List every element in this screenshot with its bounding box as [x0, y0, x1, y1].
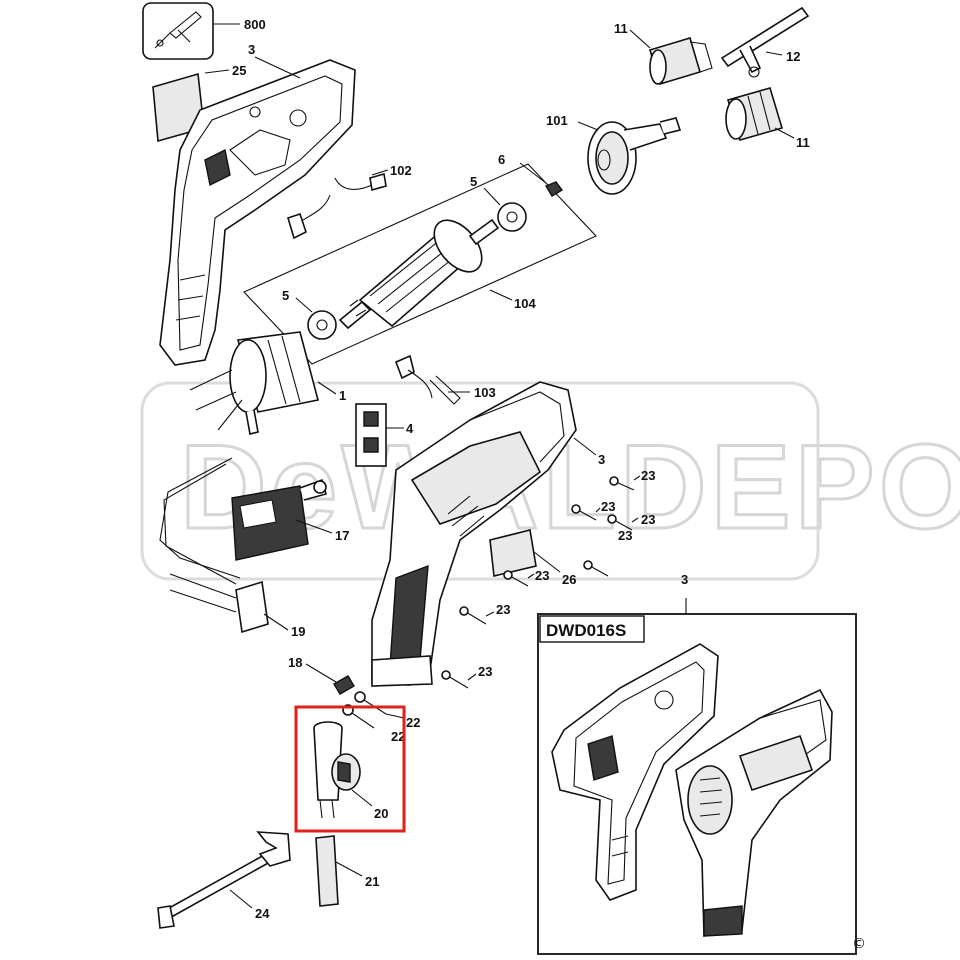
label-101: 101 [546, 113, 568, 128]
label-23-g: 23 [478, 664, 492, 679]
label-3-inset: 3 [681, 572, 688, 587]
inset-dwd016s: DWD016S [537, 613, 857, 955]
label-6: 6 [498, 152, 505, 167]
part-104-armature-group[interactable] [243, 163, 597, 365]
part-22-screws[interactable] [342, 691, 387, 729]
label-20: 20 [374, 806, 388, 821]
copyright-symbol: © [852, 936, 866, 952]
label-11-top: 11 [614, 21, 628, 36]
screw-23-e[interactable] [503, 570, 529, 587]
label-21: 21 [365, 874, 379, 889]
label-3-mid: 3 [598, 452, 605, 467]
part-20-cord-guard[interactable] [313, 721, 361, 819]
label-12: 12 [786, 49, 800, 64]
inset-housing-half[interactable] [551, 643, 719, 901]
label-800: 800 [244, 17, 266, 32]
part-24-wrench[interactable] [157, 831, 291, 929]
part-6-nut[interactable] [544, 181, 564, 197]
label-5-bottom: 5 [282, 288, 289, 303]
label-19: 19 [291, 624, 305, 639]
screw-23-g[interactable] [441, 670, 469, 689]
part-5-bearing-bottom[interactable] [307, 310, 337, 340]
part-4-brushes[interactable] [355, 403, 387, 467]
label-24: 24 [255, 906, 270, 921]
screw-23-c[interactable] [607, 514, 633, 531]
label-26: 26 [562, 572, 576, 587]
label-23-c: 23 [641, 512, 655, 527]
part-3-housing-half[interactable] [159, 59, 356, 366]
part-800-icon[interactable] [142, 2, 214, 60]
label-23-d: 23 [618, 528, 632, 543]
highlight-box [294, 705, 406, 833]
inset-model-label: DWD016S [546, 621, 626, 640]
part-26-label[interactable] [489, 529, 537, 577]
label-22-b: 22 [391, 729, 405, 744]
label-11-bottom: 11 [796, 135, 810, 150]
part-11-chuck-keyless[interactable] [725, 87, 783, 141]
label-102: 102 [390, 163, 412, 178]
part-5-bearing-top[interactable] [497, 202, 527, 232]
part-18-clip[interactable] [333, 675, 355, 695]
inset-housing-assembled[interactable] [675, 688, 833, 937]
label-22-a: 22 [406, 715, 420, 730]
label-1: 1 [339, 388, 346, 403]
part-11-chuck-keyed[interactable] [649, 37, 713, 85]
label-5-top: 5 [470, 174, 477, 189]
label-25: 25 [232, 63, 246, 78]
part-103-cable[interactable] [394, 354, 461, 405]
part-101-gear-spindle[interactable] [587, 117, 682, 195]
part-12-chuck-key[interactable] [720, 6, 810, 78]
label-17: 17 [335, 528, 349, 543]
part-21-power-cord[interactable] [315, 835, 339, 907]
label-3-top: 3 [248, 42, 255, 57]
part-19-cord-block[interactable] [169, 573, 269, 634]
screw-23-a[interactable] [609, 476, 635, 491]
label-23-e: 23 [535, 568, 549, 583]
screw-23-d[interactable] [583, 560, 609, 577]
label-4: 4 [406, 421, 414, 436]
part-1-field-stator[interactable] [189, 331, 319, 435]
label-103: 103 [474, 385, 496, 400]
label-23-a: 23 [641, 468, 655, 483]
part-23-screws[interactable] [441, 476, 635, 689]
part-3-housing-assembled[interactable] [371, 381, 577, 687]
label-23-b: 23 [601, 499, 615, 514]
screw-23-f[interactable] [459, 606, 487, 625]
screw-23-b[interactable] [571, 504, 597, 521]
label-18: 18 [288, 655, 302, 670]
part-17-switch[interactable] [231, 478, 327, 561]
label-23-f: 23 [496, 602, 510, 617]
part-102-cable[interactable] [287, 172, 387, 240]
label-104: 104 [514, 296, 536, 311]
